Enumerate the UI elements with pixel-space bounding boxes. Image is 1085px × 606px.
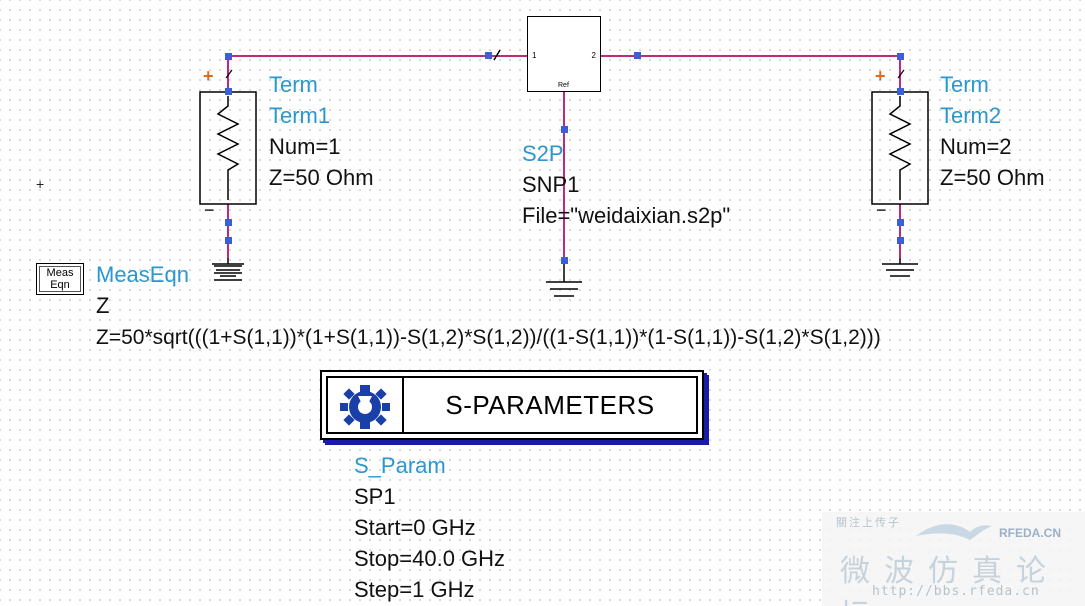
forum-watermark: 關注上传子 RFEDA.CN 微波仿真论坛 http://bbs.rfeda.c…: [822, 512, 1085, 606]
term2-tick: [897, 69, 905, 79]
pin-term2-plus[interactable]: [897, 88, 904, 95]
meas-eqn-type-label[interactable]: MeasEqn: [96, 262, 189, 287]
snp-type-label[interactable]: S2P: [522, 141, 564, 166]
snp-file-param[interactable]: File="weidaixian.s2p": [522, 203, 731, 228]
meas-eqn-marker-icon: [214, 265, 242, 281]
sparam-start-param[interactable]: Start=0 GHz: [354, 515, 476, 540]
term2-minus-sign: −: [876, 200, 887, 220]
meas-eqn-badge-line2: Eqn: [50, 279, 70, 291]
pin-term1-ground[interactable]: [225, 237, 232, 244]
term1-impedance-param[interactable]: Z=50 Ohm: [269, 165, 374, 190]
sparam-step-param[interactable]: Step=1 GHz: [354, 577, 475, 602]
term2-type-label[interactable]: Term: [940, 72, 989, 97]
sparam-controller[interactable]: S-PARAMETERS: [320, 370, 704, 440]
pin-term2-minus[interactable]: [897, 219, 904, 226]
pin-term1-plus[interactable]: [225, 88, 232, 95]
term1-minus-sign: −: [204, 200, 215, 220]
sparam-icon-cell: [328, 378, 404, 432]
port-tick-mark: [493, 49, 501, 61]
ground-term2-icon: [882, 258, 918, 277]
pin-term2-ground[interactable]: [897, 237, 904, 244]
term1-tick: [225, 69, 233, 79]
watermark-top-text: 關注上传子: [836, 517, 901, 529]
origin-marker: +: [36, 176, 45, 192]
meas-eqn-equation[interactable]: Z=50*sqrt(((1+S(1,1))*(1+S(1,1))-S(1,2)*…: [96, 326, 881, 349]
term1-instance-name[interactable]: Term1: [269, 103, 331, 128]
term1-type-label[interactable]: Term: [269, 72, 318, 97]
sparam-stop-param[interactable]: Stop=40.0 GHz: [354, 546, 506, 571]
snp-ref-label: Ref: [558, 82, 569, 89]
sparam-instance-name[interactable]: SP1: [354, 484, 396, 509]
term2-num-param[interactable]: Num=2: [940, 134, 1012, 159]
bird-logo-icon: [916, 524, 992, 540]
pin-term2-top[interactable]: [897, 53, 904, 60]
watermark-url: http://bbs.rfeda.cn: [872, 584, 1040, 599]
meas-eqn-component[interactable]: Meas Eqn: [36, 263, 84, 295]
snp1-component[interactable]: 1 2 Ref: [527, 16, 601, 92]
pin-snp-port2[interactable]: [634, 52, 641, 59]
snp-port2-label: 2: [591, 51, 596, 60]
pin-snp-port1[interactable]: [485, 52, 492, 59]
term1-resistor-icon: [216, 96, 240, 200]
pin-term1-minus[interactable]: [225, 219, 232, 226]
term2-resistor-icon: [888, 96, 912, 200]
pin-snp-ground[interactable]: [561, 257, 568, 264]
term2-instance-name[interactable]: Term2: [940, 103, 1002, 128]
gear-icon: [340, 385, 390, 429]
term1-num-param[interactable]: Num=1: [269, 134, 341, 159]
snp-port1-label: 1: [532, 51, 537, 60]
pin-snp-ref[interactable]: [561, 126, 568, 133]
watermark-main-text: 微波仿真论坛: [840, 554, 1060, 606]
snp-instance-name[interactable]: SNP1: [522, 172, 580, 197]
meas-eqn-instance-name[interactable]: Z: [96, 293, 110, 318]
meas-eqn-badge: Meas Eqn: [39, 266, 81, 292]
meas-eqn-badge-line1: Meas: [46, 267, 74, 279]
sparam-title: S-PARAMETERS: [445, 390, 655, 420]
ground-snp-icon: [546, 262, 582, 297]
sparam-type-label[interactable]: S_Param: [354, 453, 446, 478]
pin-term1-top[interactable]: [225, 53, 232, 60]
term2-plus-sign: +: [875, 66, 886, 86]
term2-impedance-param[interactable]: Z=50 Ohm: [940, 165, 1045, 190]
watermark-brand: RFEDA.CN: [999, 526, 1061, 540]
term1-plus-sign: +: [203, 66, 214, 86]
sparam-frame: S-PARAMETERS: [326, 376, 698, 434]
ground-term1-icon: [212, 258, 244, 277]
